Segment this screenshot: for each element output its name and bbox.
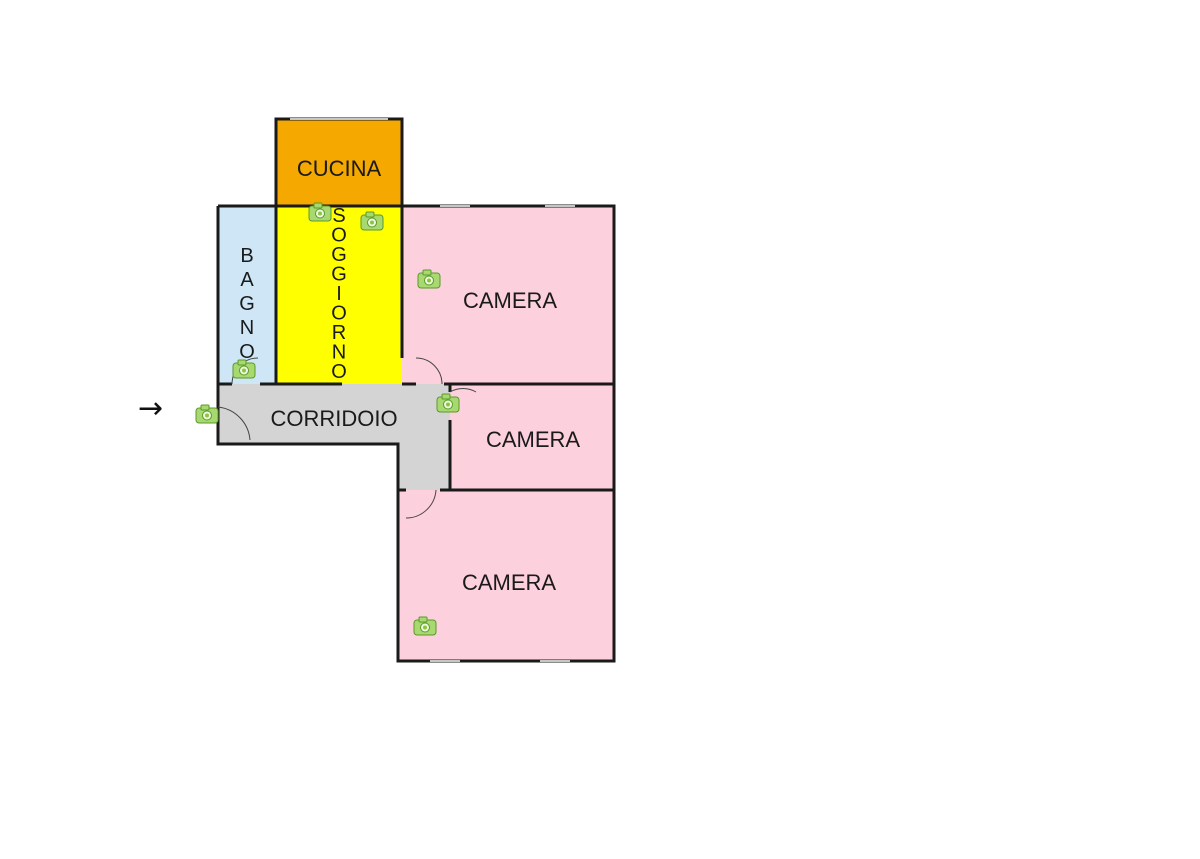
walls [216, 117, 616, 663]
camera-room-2 [450, 384, 614, 490]
soggiorno-room [276, 206, 402, 384]
camera-icon[interactable] [195, 404, 219, 424]
camera-icon[interactable] [413, 616, 437, 636]
corridoio-room [218, 384, 450, 490]
camera-label-1: CAMERA [463, 288, 557, 313]
camera-icon[interactable] [232, 359, 256, 379]
cucina-label: CUCINA [297, 156, 382, 181]
corridoio-label: CORRIDOIO [270, 406, 397, 431]
cucina-room [276, 119, 402, 206]
bagno-room [218, 206, 276, 384]
camera-icon[interactable] [436, 393, 460, 413]
camera-room-1 [402, 206, 614, 384]
windows [290, 118, 575, 662]
camera-icon[interactable] [417, 269, 441, 289]
camera-label-2: CAMERA [486, 427, 580, 452]
entrance-arrow: → [138, 391, 163, 426]
camera-label-3: CAMERA [462, 570, 556, 595]
camera-icon[interactable] [308, 202, 332, 222]
door-swings [217, 357, 477, 519]
